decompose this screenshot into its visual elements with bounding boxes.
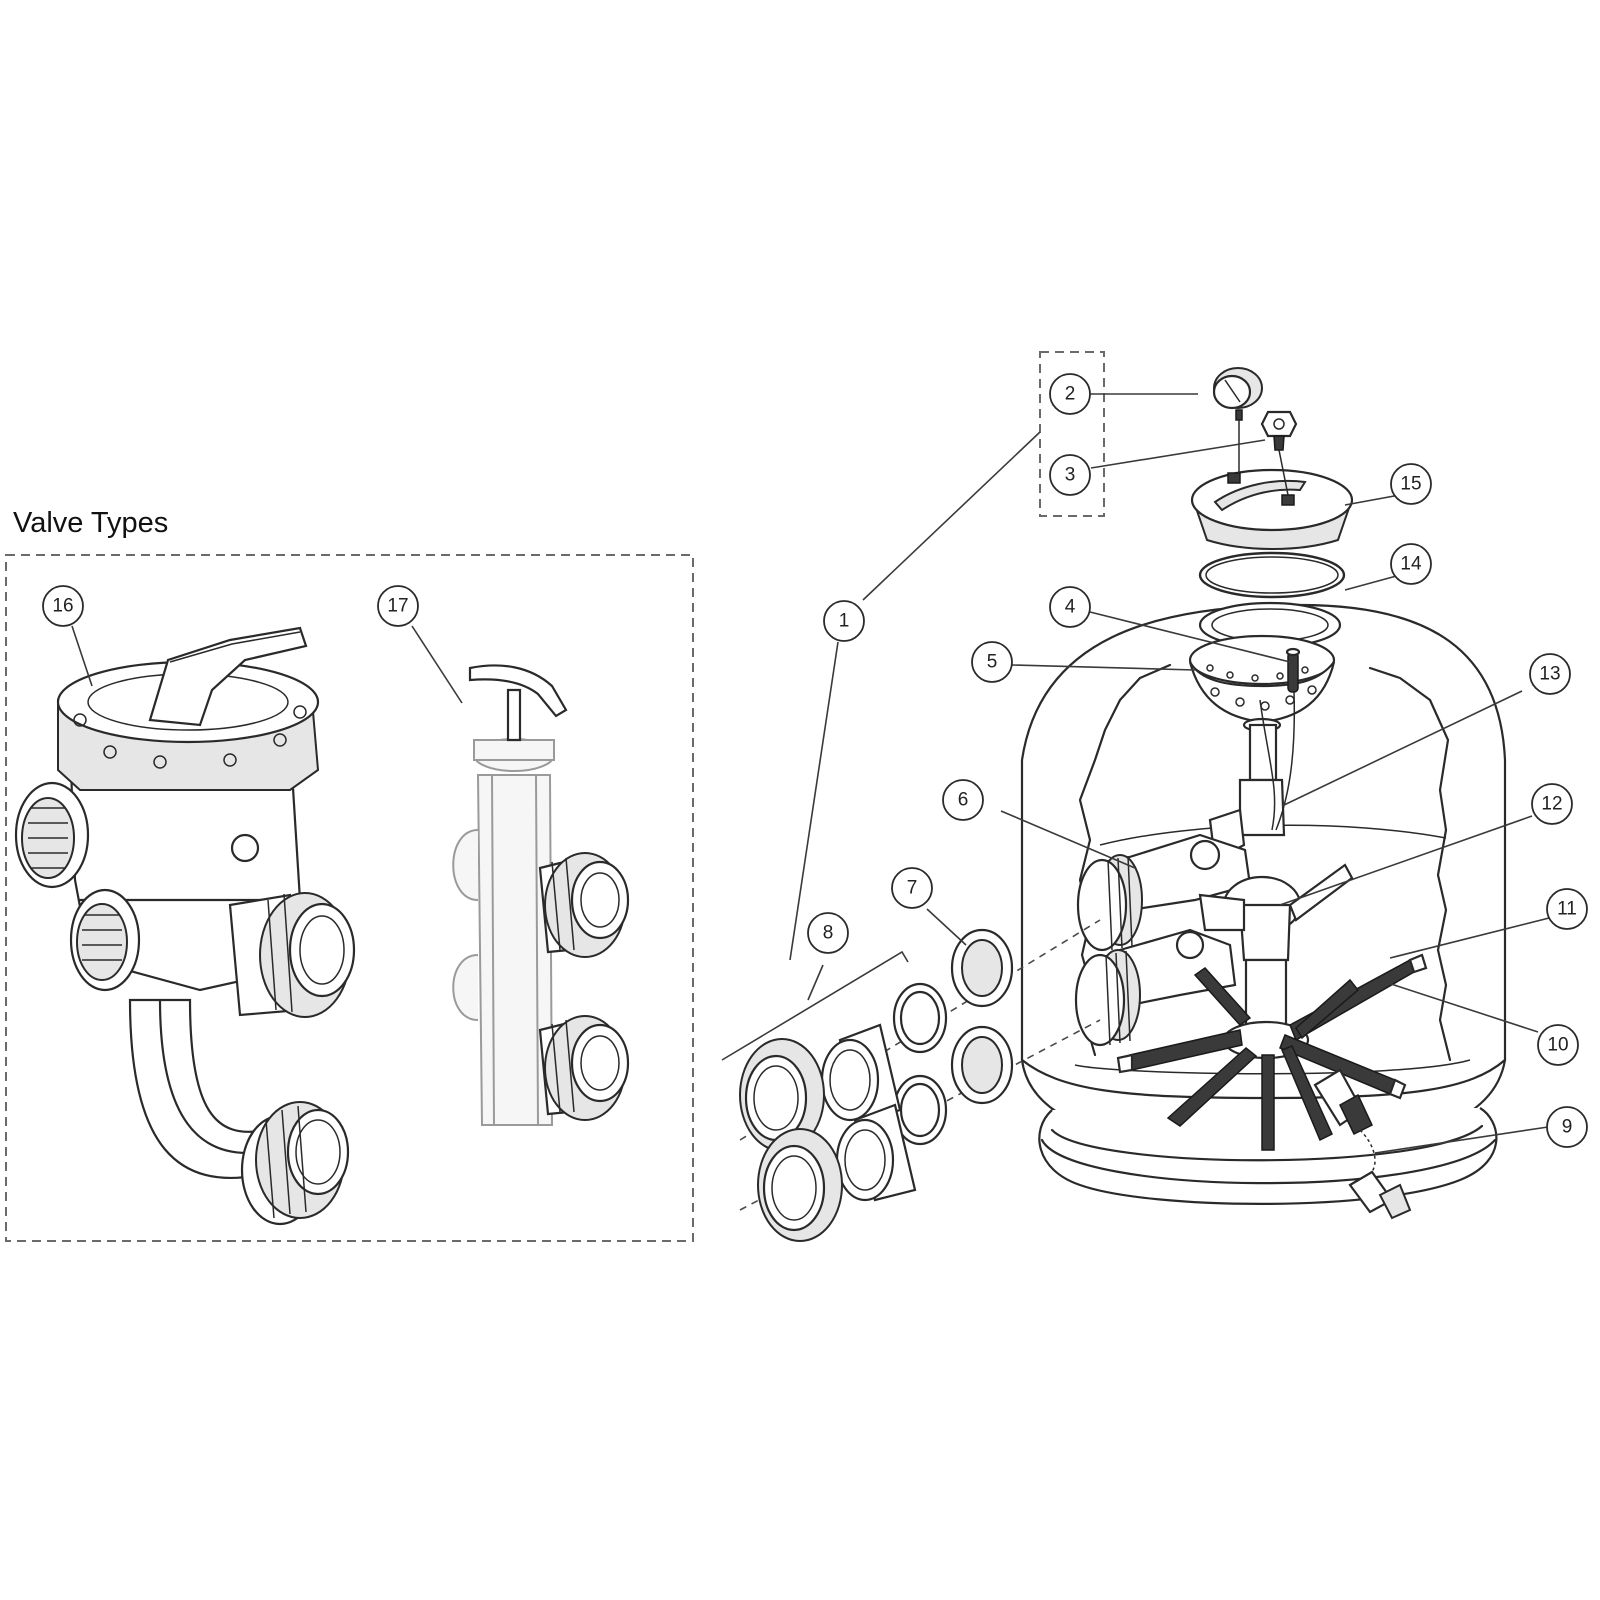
svg-text:16: 16 — [52, 596, 73, 617]
callout-8: 8 — [807, 912, 849, 954]
callout-2: 2 — [1049, 373, 1091, 415]
svg-text:2: 2 — [1065, 384, 1076, 405]
callout-10: 10 — [1537, 1024, 1579, 1066]
svg-text:4: 4 — [1065, 597, 1076, 618]
callout-6: 6 — [942, 779, 984, 821]
svg-text:13: 13 — [1539, 664, 1560, 685]
svg-text:6: 6 — [958, 790, 969, 811]
standpipe — [1285, 647, 1301, 693]
svg-text:9: 9 — [1562, 1117, 1573, 1138]
multiport-valve — [14, 626, 356, 1226]
callout-12: 12 — [1531, 783, 1573, 825]
leader-lines — [71, 393, 1566, 1154]
callout-11: 11 — [1546, 888, 1588, 930]
valve-types-title: Valve Types — [13, 507, 168, 539]
svg-text:8: 8 — [823, 923, 834, 944]
svg-text:12: 12 — [1541, 794, 1562, 815]
filter-lid — [1190, 468, 1354, 550]
callout-13: 13 — [1529, 653, 1571, 695]
drain-assembly — [1313, 1068, 1412, 1220]
air-relief-valve — [1260, 410, 1298, 496]
callout-4: 4 — [1049, 586, 1091, 628]
svg-text:3: 3 — [1065, 465, 1076, 486]
laterals — [1116, 953, 1428, 1151]
slide-valve — [452, 664, 630, 1126]
callout-1: 1 — [823, 600, 865, 642]
callout-15: 15 — [1390, 463, 1432, 505]
callout-16: 16 — [42, 585, 84, 627]
callout-3: 3 — [1049, 454, 1091, 496]
callout-9: 9 — [1546, 1106, 1588, 1148]
upper-bulkhead-fitting — [1076, 833, 1252, 952]
callout-5: 5 — [971, 641, 1013, 683]
svg-text:1: 1 — [839, 611, 850, 632]
callout-17: 17 — [377, 585, 419, 627]
bracket-8 — [721, 950, 909, 1061]
svg-text:7: 7 — [907, 878, 918, 899]
group-2-3-frame — [1039, 351, 1105, 517]
svg-text:10: 10 — [1547, 1035, 1568, 1056]
callout-7: 7 — [891, 867, 933, 909]
svg-text:15: 15 — [1400, 474, 1421, 495]
svg-text:14: 14 — [1400, 554, 1422, 575]
svg-text:5: 5 — [987, 652, 998, 673]
callout-14: 14 — [1390, 543, 1432, 585]
o-ring — [1198, 551, 1346, 599]
pressure-gauge — [1212, 367, 1263, 473]
valve-types-frame — [5, 554, 694, 1242]
union-fittings — [739, 919, 1101, 1242]
svg-text:11: 11 — [1557, 899, 1577, 920]
o-ring-inner — [1205, 556, 1339, 594]
svg-text:17: 17 — [387, 596, 408, 617]
